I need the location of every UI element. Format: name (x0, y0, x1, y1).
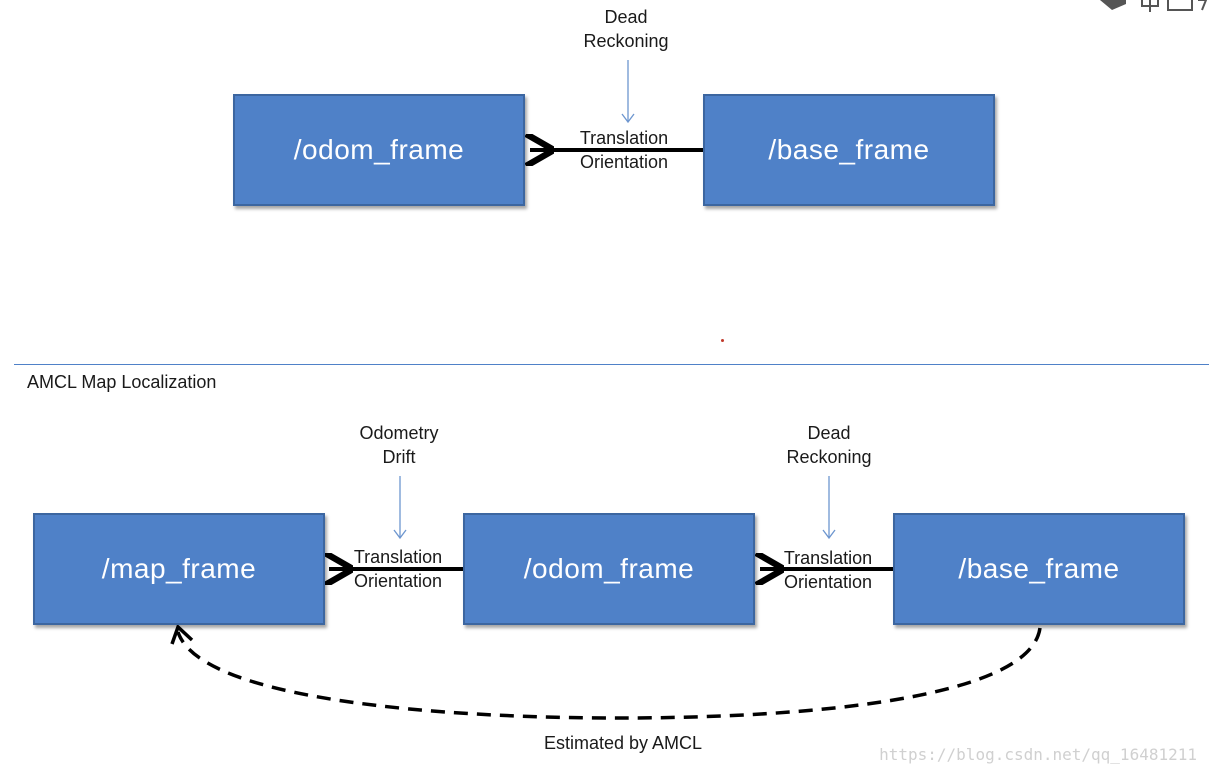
top-edge-label-line-1: Translation (579, 128, 669, 148)
bottom-base-frame-text: /base_frame (958, 553, 1120, 584)
estimated-by-amcl-label: Estimated by AMCL (523, 731, 723, 755)
top-dead-reckoning-line-2: Reckoning (583, 31, 669, 51)
bottom-dead-reckoning-line-1: Dead (807, 423, 851, 443)
map-frame-text: /map_frame (101, 553, 257, 584)
top-edge-label-line-2: Orientation (579, 152, 669, 172)
drift-arrowhead (393, 529, 407, 540)
top-dead-reckoning-line-1: Dead (604, 7, 648, 27)
stray-red-dot (721, 339, 724, 342)
map-frame-box: /map_frame (33, 513, 325, 625)
bottom-reckoning-arrowhead (822, 529, 836, 540)
odometry-drift-line-1: Odometry (359, 423, 439, 443)
bottom-edge-label-right-line-2: Orientation (783, 572, 873, 592)
estimated-by-amcl-text: Estimated by AMCL (543, 733, 703, 753)
section-divider (14, 364, 1209, 365)
top-edge-label: Translation Orientation (568, 126, 680, 174)
corner-logo-icon (1100, 0, 1208, 12)
bottom-dead-reckoning-label: Dead Reckoning (779, 421, 879, 469)
top-dead-reckoning-label: Dead Reckoning (576, 5, 676, 53)
amcl-estimate-arrowhead (170, 623, 194, 645)
bottom-edge-label-right-line-1: Translation (783, 548, 873, 568)
top-base-frame-text: /base_frame (768, 134, 930, 165)
bottom-edge-label-left-line-2: Orientation (353, 571, 443, 591)
odometry-drift-label: Odometry Drift (345, 421, 453, 469)
top-odom-frame-text: /odom_frame (293, 134, 465, 165)
amcl-section-title: AMCL Map Localization (27, 372, 217, 392)
amcl-estimate-curve (176, 627, 1042, 720)
bottom-base-frame-box: /base_frame (893, 513, 1185, 625)
top-base-frame-box: /base_frame (703, 94, 995, 206)
watermark-text: https://blog.csdn.net/qq_16481211 (879, 745, 1197, 764)
bottom-edge-label-left-line-1: Translation (353, 547, 443, 567)
top-reckoning-arrowhead (621, 113, 635, 124)
bottom-odom-frame-text: /odom_frame (523, 553, 695, 584)
bottom-edge-label-right: Translation Orientation (773, 546, 883, 594)
bottom-edge-label-left: Translation Orientation (343, 545, 453, 593)
bottom-dead-reckoning-line-2: Reckoning (786, 447, 872, 467)
top-odom-frame-box: /odom_frame (233, 94, 525, 206)
odometry-drift-line-2: Drift (382, 447, 416, 467)
bottom-odom-frame-box: /odom_frame (463, 513, 755, 625)
